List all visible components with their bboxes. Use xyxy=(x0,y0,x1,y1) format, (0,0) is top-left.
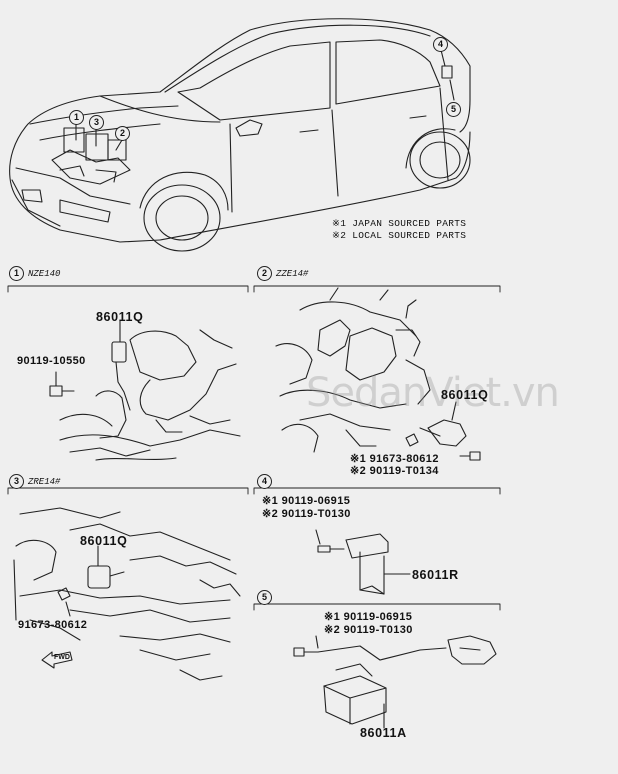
section-4-part xyxy=(315,529,411,595)
section-2-bolt-local: ※2 90119-T0134 xyxy=(350,465,439,477)
callout-2: 2 xyxy=(115,126,130,141)
section-4-number: 4 xyxy=(257,474,272,489)
note-japan-sourced: ※1 JAPAN SOURCED PARTS xyxy=(332,218,467,229)
section-2-title: ZZE14# xyxy=(276,269,309,279)
section-5-part xyxy=(293,635,497,729)
fwd-arrow-label: FWD xyxy=(54,654,70,661)
section-5-part-86011a: 86011A xyxy=(360,726,407,740)
section-3-bolt: 91673-80612 xyxy=(18,619,88,631)
section-4-bolt-local: ※2 90119-T0130 xyxy=(262,508,351,520)
car-illustration xyxy=(9,18,471,252)
callout-3: 3 xyxy=(89,115,104,130)
callout-5: 5 xyxy=(446,102,461,117)
section-3-engine xyxy=(13,507,241,681)
section-frames xyxy=(7,285,501,611)
section-5-bolt-local: ※2 90119-T0130 xyxy=(324,624,413,636)
section-4-part-86011r: 86011R xyxy=(412,568,459,582)
callout-4: 4 xyxy=(433,37,448,52)
section-3-number: 3 xyxy=(9,474,24,489)
section-1-engine xyxy=(49,319,241,461)
callout-1: 1 xyxy=(69,110,84,125)
section-1-title: NZE140 xyxy=(28,269,61,279)
section-4-bolt-japan: ※1 90119-06915 xyxy=(262,495,351,507)
section-1-bolt: 90119-10550 xyxy=(17,355,86,367)
section-2-number: 2 xyxy=(257,266,272,281)
section-2-engine xyxy=(275,287,481,461)
section-2-bolt-japan: ※1 91673-80612 xyxy=(350,453,439,465)
section-5-number: 5 xyxy=(257,590,272,605)
section-5-bolt-japan: ※1 90119-06915 xyxy=(324,611,413,623)
section-3-part-86011q: 86011Q xyxy=(80,534,128,548)
watermark-text: SedanViet.vn xyxy=(306,370,560,416)
note-local-sourced: ※2 LOCAL SOURCED PARTS xyxy=(332,230,467,241)
section-1-number: 1 xyxy=(9,266,24,281)
section-1-part-86011q: 86011Q xyxy=(96,310,144,324)
section-2-part-86011q: 86011Q xyxy=(441,388,489,402)
section-3-title: ZRE14# xyxy=(28,477,61,487)
